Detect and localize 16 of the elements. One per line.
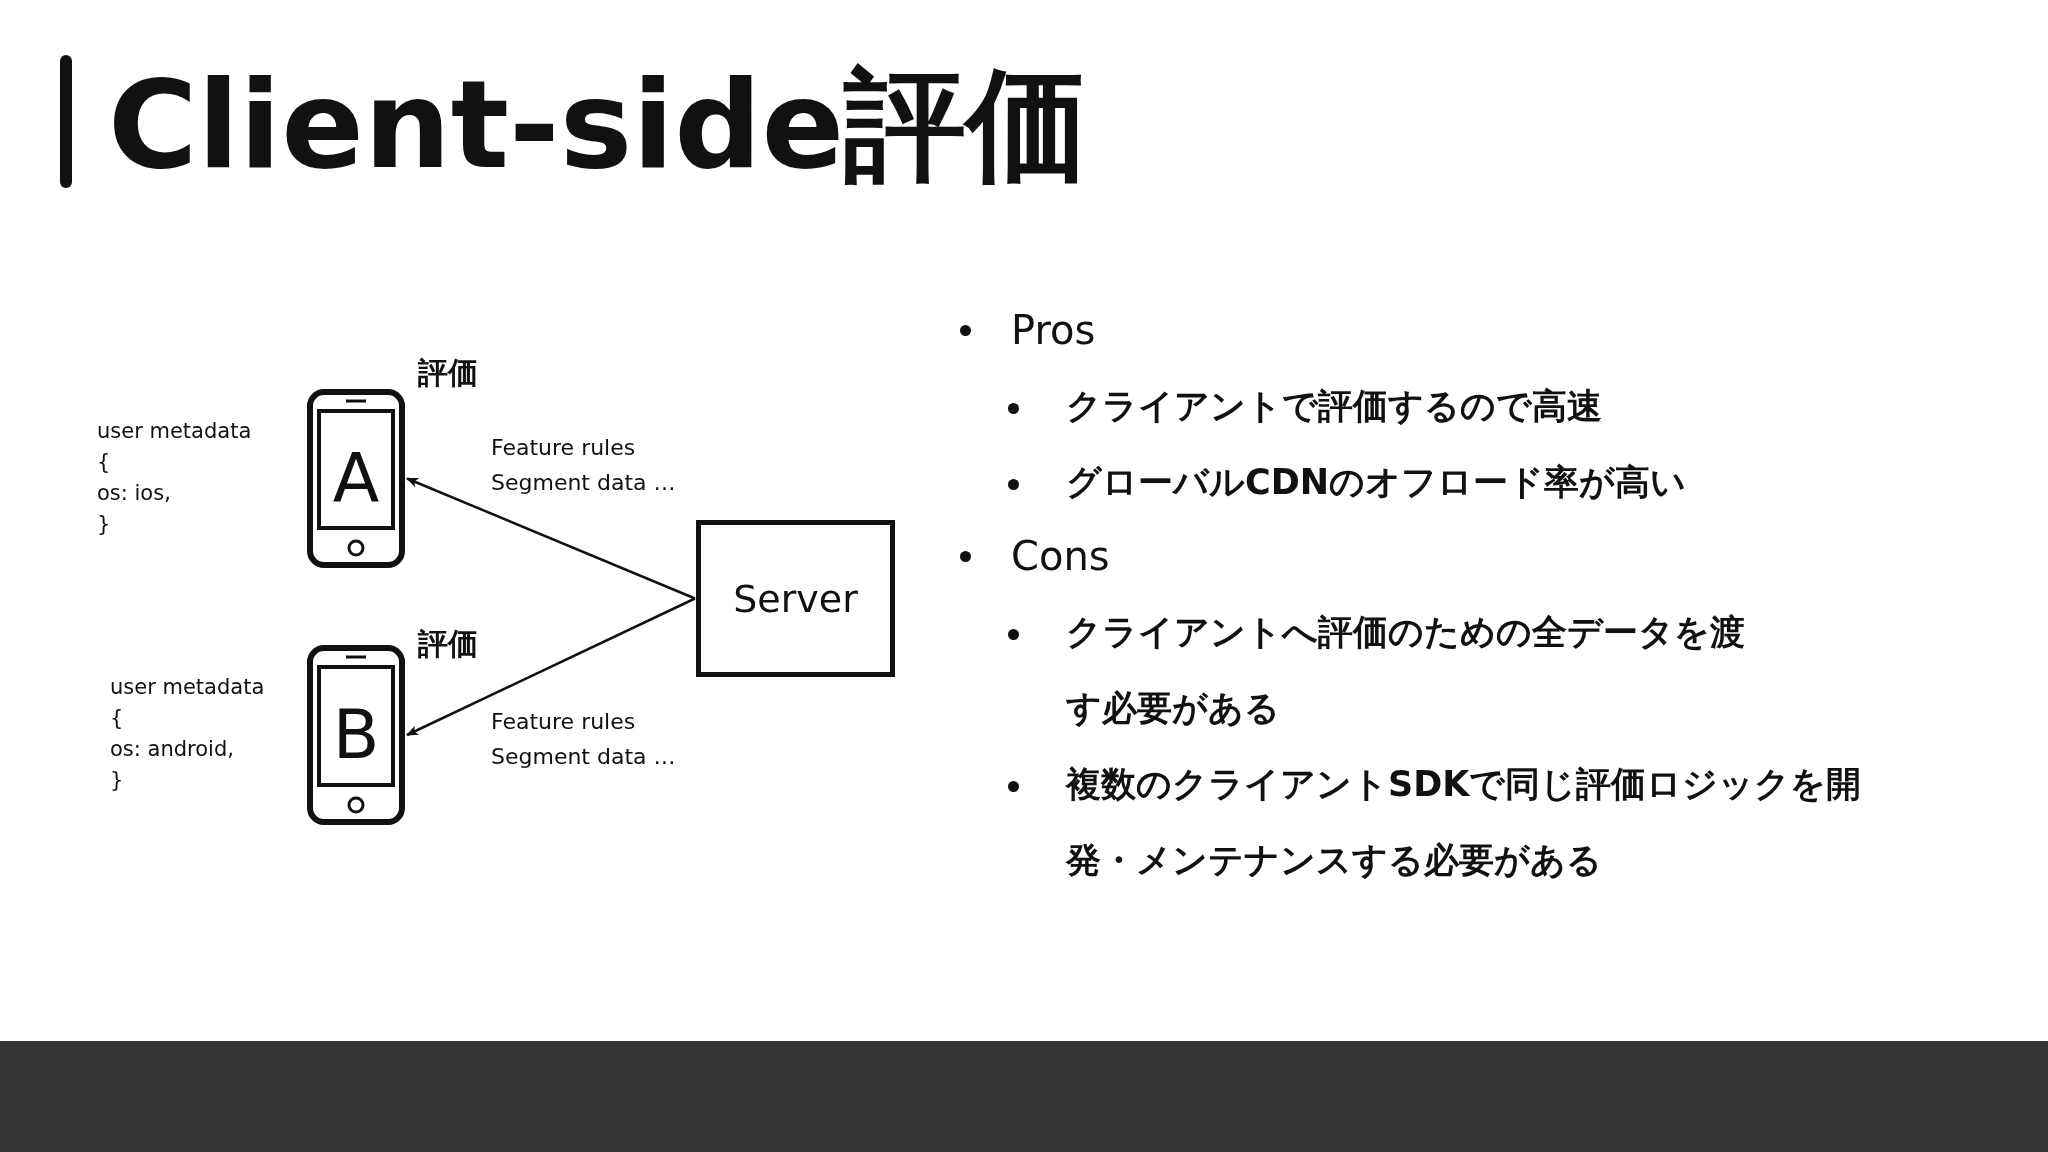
node-label: 評価 xyxy=(418,625,478,663)
bullet-text: 複数のクライアントSDKで同じ評価ロジックを開発・メンテナンスする必要がある xyxy=(1066,763,1863,882)
code-note: user metadata { os: android, } xyxy=(110,674,266,794)
node-label: 評価 xyxy=(418,354,478,392)
bullet-text: クライアントへ評価のための全データを渡す必要がある xyxy=(1066,611,1746,730)
arrow xyxy=(406,597,696,737)
bullet-text: Pros xyxy=(1011,306,1096,355)
phone-icon: A xyxy=(307,389,405,568)
code-note: user metadata { os: ios, } xyxy=(97,418,253,538)
bullet-text: グローバルCDNのオフロード率が高い xyxy=(1066,461,1688,504)
slide-title: Client-side評価 xyxy=(108,53,1089,198)
phone-icon: B xyxy=(307,645,405,825)
bullet-text: クライアントで評価するので高速 xyxy=(1066,385,1603,428)
server-box: Server xyxy=(696,520,895,677)
arrow xyxy=(406,477,696,600)
bullet-text: Cons xyxy=(1011,532,1110,581)
